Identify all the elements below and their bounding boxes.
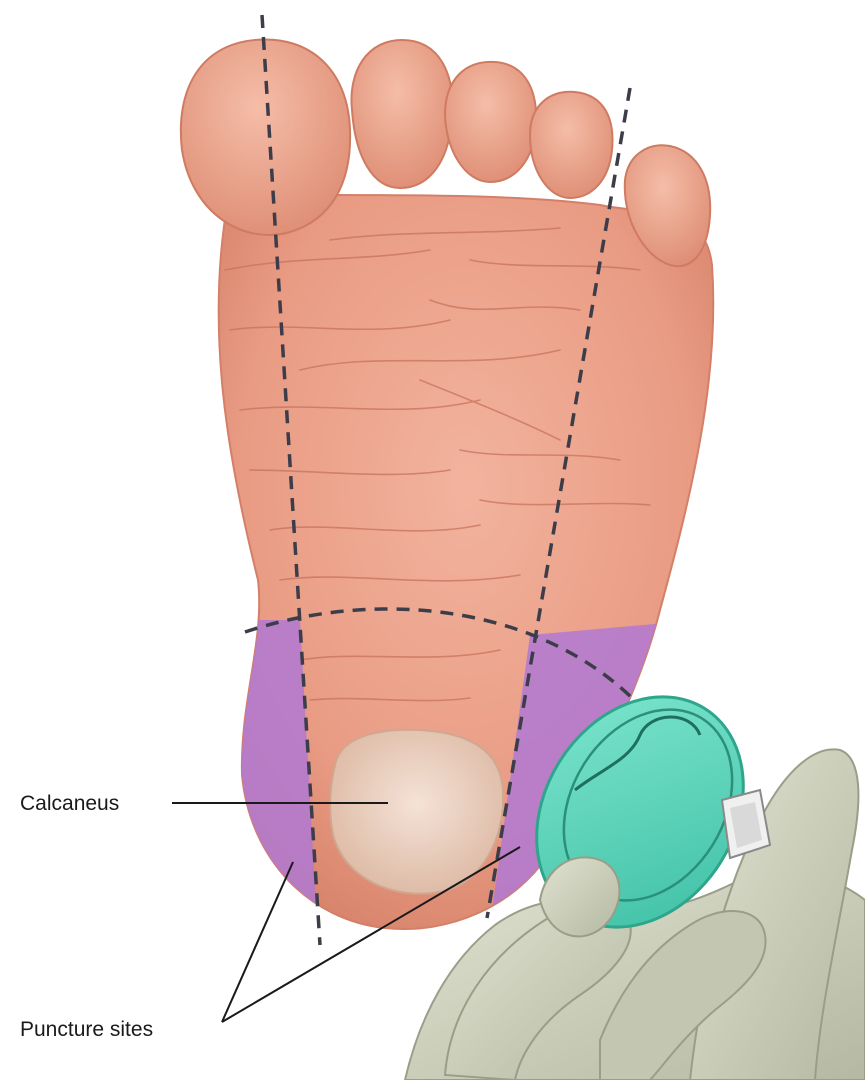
calcaneus-bone xyxy=(330,730,503,894)
calcaneus-label: Calcaneus xyxy=(20,792,119,815)
third-toe xyxy=(445,62,536,182)
puncture-sites-label: Puncture sites xyxy=(20,1018,153,1041)
puncture-zone-left xyxy=(150,620,318,940)
second-toe xyxy=(351,40,452,188)
puncture-leader-line-left xyxy=(222,862,293,1022)
fourth-toe xyxy=(530,92,613,198)
